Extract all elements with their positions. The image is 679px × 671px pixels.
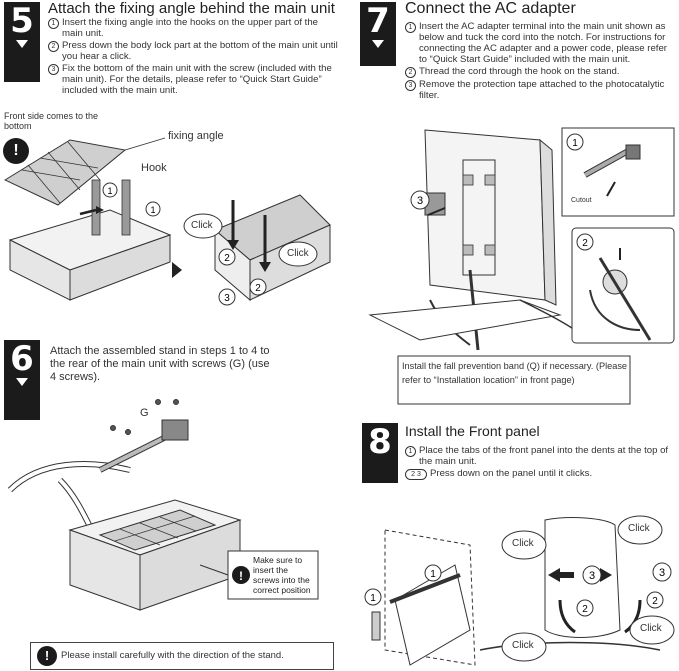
- bottom-note: ! Please install carefully with the dire…: [30, 642, 334, 670]
- click-label: Click: [512, 538, 534, 549]
- svg-text:2: 2: [255, 283, 261, 294]
- click-label: Click: [628, 523, 650, 534]
- svg-text:2: 2: [582, 604, 588, 615]
- step-number: 8: [368, 422, 392, 462]
- svg-text:3: 3: [224, 293, 230, 304]
- warning-icon: !: [3, 138, 29, 164]
- step-circle: 2: [405, 67, 416, 78]
- svg-text:3: 3: [589, 570, 595, 582]
- bottom-note-text: Please install carefully with the direct…: [61, 650, 284, 661]
- svg-text:!: !: [239, 569, 243, 583]
- cutout-label: Cutout: [571, 197, 592, 204]
- step-7-badge: 7: [360, 2, 396, 66]
- step-number: 7: [366, 1, 390, 41]
- click-label: Click: [640, 623, 662, 634]
- step-5-title: Attach the fixing angle behind the main …: [48, 0, 335, 17]
- step-number: 5: [10, 1, 34, 41]
- step-circle: 1: [405, 446, 416, 457]
- step-circle: 2 3: [405, 469, 427, 480]
- warning-icon: !: [37, 646, 57, 666]
- step-circle: 2: [48, 41, 59, 52]
- step-6-illustration: !: [7, 399, 319, 611]
- step-circle: 3: [405, 80, 416, 91]
- step-circle: 1: [405, 22, 416, 33]
- click-label: Click: [287, 248, 309, 259]
- step-circle: 1: [48, 18, 59, 29]
- step-8-badge: 8: [362, 423, 398, 483]
- step-number: 6: [10, 339, 34, 379]
- down-arrow-icon: [372, 40, 384, 48]
- step-8-title: Install the Front panel: [405, 423, 540, 439]
- text-line: Attach the assembled stand in steps 1 to…: [50, 345, 270, 357]
- fixing-angle-label: fixing angle: [168, 130, 224, 142]
- svg-text:2: 2: [582, 238, 588, 249]
- step-6-badge: 6: [4, 340, 40, 420]
- step-5-illustration: 1 1 2 2 3: [3, 137, 331, 306]
- click-label: Click: [512, 640, 534, 651]
- svg-text:2: 2: [652, 596, 658, 607]
- svg-text:2: 2: [224, 253, 230, 264]
- svg-text:3: 3: [659, 567, 665, 579]
- svg-text:3: 3: [417, 195, 423, 207]
- text-line: the rear of the main unit with screws (G…: [50, 358, 270, 370]
- step-7-illustration: 3 1 2: [368, 127, 675, 405]
- hook-label: Hook: [141, 162, 167, 174]
- svg-text:1: 1: [107, 186, 112, 196]
- svg-text:1: 1: [150, 205, 155, 215]
- front-side-label: Front side comes to the bottom: [4, 111, 99, 131]
- step-7-note: Install the fall prevention band (Q) if …: [402, 361, 628, 385]
- screw-callout-text: Make sure to insert the screws into the …: [253, 555, 311, 595]
- step-7-title: Connect the AC adapter: [405, 0, 576, 17]
- click-label: Click: [191, 220, 213, 231]
- step-circle: 3: [48, 64, 59, 75]
- svg-text:1: 1: [370, 593, 376, 604]
- down-arrow-icon: [16, 40, 28, 48]
- text-line: 4 screws).: [50, 371, 101, 383]
- step-6-instructions: Attach the assembled stand in steps 1 to…: [50, 345, 330, 384]
- step-5-badge: 5: [4, 2, 40, 82]
- svg-text:1: 1: [572, 138, 578, 149]
- g-label: G: [140, 407, 149, 419]
- svg-text:1: 1: [430, 569, 436, 580]
- down-arrow-icon: [16, 378, 28, 386]
